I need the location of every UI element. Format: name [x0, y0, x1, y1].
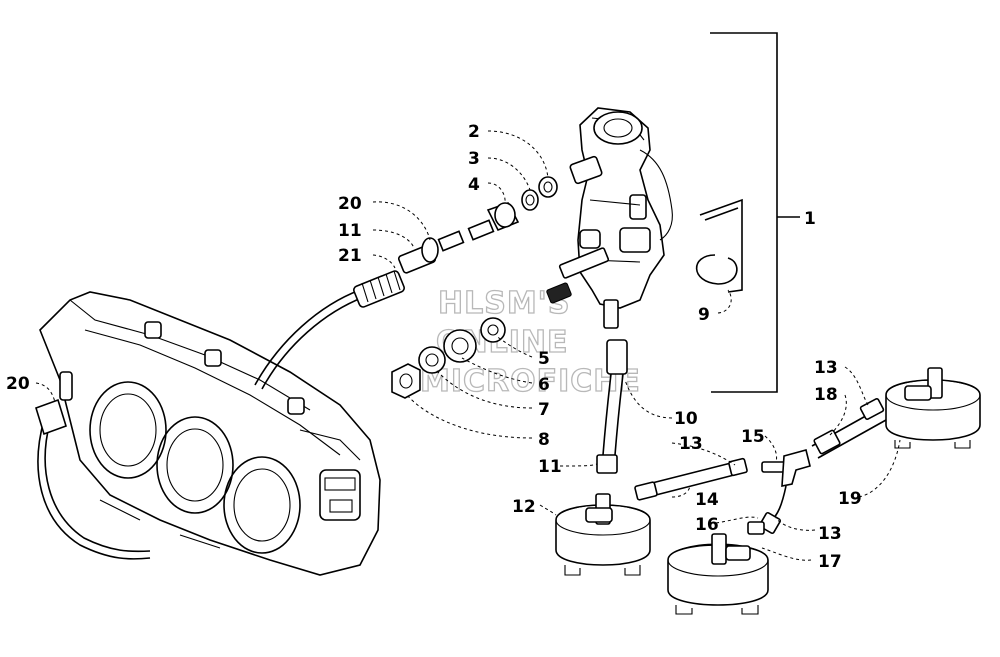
callout-17: 17: [818, 552, 842, 572]
callout-2: 2: [468, 122, 480, 142]
callout-12: 12: [512, 497, 536, 517]
callout-20-left: 20: [6, 374, 30, 394]
watermark-line-3: MICROFICHE: [420, 364, 641, 399]
callout-19: 19: [838, 489, 862, 509]
callout-7: 7: [538, 400, 550, 420]
mounting-hardware: [391, 317, 506, 399]
fuel-pump-body: [546, 107, 673, 329]
callout-1: 1: [804, 209, 816, 229]
fuel-filter-12: [555, 493, 651, 576]
fuel-filter-19: [885, 367, 981, 449]
callout-10: 10: [674, 409, 698, 429]
callout-11-bottom: 11: [538, 457, 562, 477]
carb-fuel-line: [35, 230, 465, 560]
carburetor-assembly: [39, 291, 381, 576]
callout-5: 5: [538, 349, 550, 369]
callout-18: 18: [814, 385, 838, 405]
callout-16: 16: [695, 515, 719, 535]
callout-4: 4: [468, 175, 480, 195]
callout-3: 3: [468, 149, 480, 169]
callout-15: 15: [741, 427, 765, 447]
callout-labels: 1 2 3 4 5 6 7 8 9 10 11 11 12 13 13 13 1…: [6, 122, 862, 572]
retaining-clips: [695, 198, 743, 293]
pump-inlet-hose: [596, 339, 628, 474]
pump-outlet-fitting: [467, 176, 558, 241]
callout-14: 14: [695, 490, 719, 510]
assembly-bracket: [710, 32, 800, 393]
callout-21: 21: [338, 246, 362, 266]
callout-13-bottom: 13: [818, 524, 842, 544]
callout-13-right: 13: [814, 358, 838, 378]
callout-9: 9: [698, 305, 710, 325]
callout-6: 6: [538, 375, 550, 395]
callout-20-top: 20: [338, 194, 362, 214]
filter-hoses: [634, 398, 887, 535]
callout-11-top: 11: [338, 221, 362, 241]
leader-lines: [35, 130, 901, 561]
fuel-filter-17: [667, 533, 769, 615]
callout-13-center: 13: [679, 434, 703, 454]
callout-8: 8: [538, 430, 550, 450]
spring-sleeve: [353, 270, 405, 308]
